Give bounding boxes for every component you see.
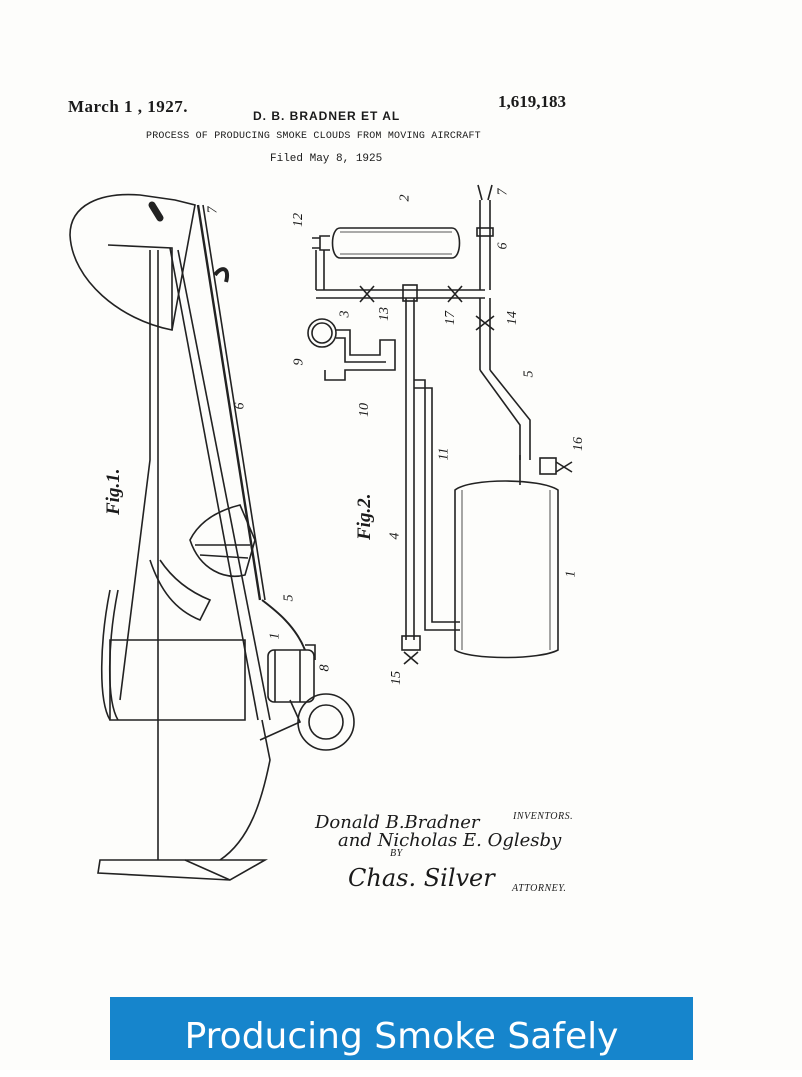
attorney-signature: Chas. Silver [348, 864, 495, 892]
fig2-ref-9: 9 [291, 358, 307, 366]
fig2-ref-4: 4 [387, 532, 403, 540]
patent-date: March 1 , 1927. [68, 97, 189, 116]
fig2-ref-10: 10 [357, 403, 372, 417]
fig1-ref-1: 1 [267, 632, 283, 640]
fig2-ref-7: 7 [495, 188, 511, 196]
fig1-label: Fig.1. [103, 468, 124, 515]
patent-number: 1,619,183 [498, 92, 566, 111]
fig2-ref-1: 1 [563, 570, 579, 578]
fig1-ref-7: 7 [205, 206, 221, 214]
fig2-ref-2: 2 [397, 194, 413, 202]
fig2-ref-15: 15 [389, 671, 404, 685]
fig1-ref-8: 8 [317, 664, 333, 672]
fig2-ref-6: 6 [495, 242, 511, 250]
fig1-aircraft-drawing [69, 193, 355, 881]
fig2-piping-drawing [307, 184, 573, 665]
fig2-ref-13: 13 [377, 307, 392, 321]
caption-banner-text: Producing Smoke Safely [184, 1016, 619, 1057]
fig1-ref-5: 5 [281, 594, 297, 602]
by-label: BY [390, 848, 403, 859]
patent-filed-date: Filed May 8, 1925 [270, 153, 383, 165]
fig2-ref-3: 3 [337, 310, 353, 318]
fig2-ref-5: 5 [521, 370, 537, 378]
patent-inventor-header: D. B. BRADNER ET AL [253, 109, 401, 123]
fig2-ref-12: 12 [291, 213, 306, 227]
fig2-ref-11: 11 [436, 447, 452, 461]
fig2-ref-17: 17 [443, 311, 458, 325]
fig2-ref-14: 14 [505, 311, 520, 325]
inventor2-signature: and Nicholas E. Oglesby [338, 830, 562, 851]
inventor1-signature: Donald B.Bradner [315, 812, 480, 833]
attorney-label: ATTORNEY. [512, 883, 567, 894]
patent-title: PROCESS OF PRODUCING SMOKE CLOUDS FROM M… [146, 131, 481, 142]
caption-banner: Producing Smoke Safely [110, 997, 693, 1060]
fig2-label: Fig.2. [354, 493, 375, 540]
fig1-ref-6: 6 [232, 402, 248, 410]
inventors-label: INVENTORS. [513, 811, 574, 822]
fig2-ref-16: 16 [571, 437, 586, 451]
